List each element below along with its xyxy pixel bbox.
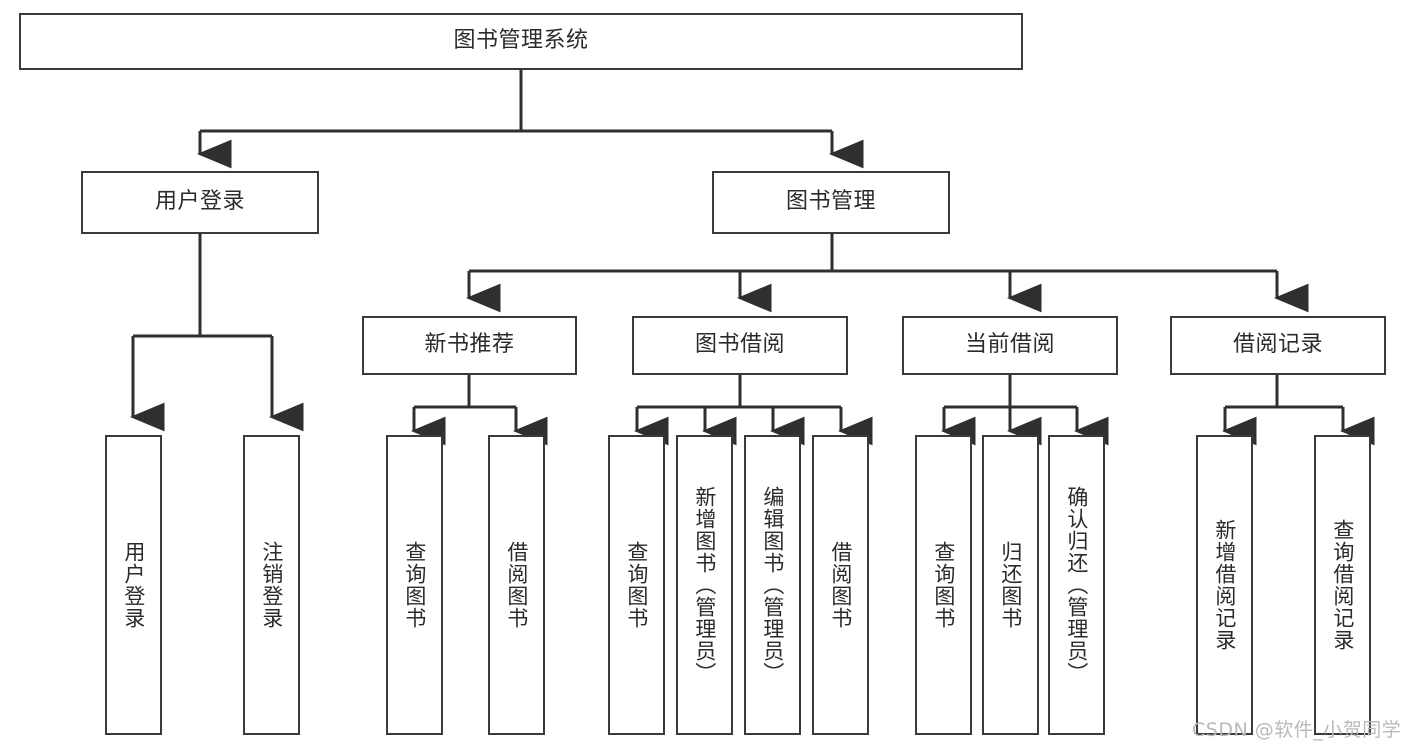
node-label: 图书借阅 [694, 332, 785, 358]
node-label: 编辑图书（管理员） [760, 486, 785, 684]
node-label: 新增借阅记录 [1212, 519, 1237, 651]
leaf-user-login-logout[interactable]: 注销登录 [243, 435, 300, 735]
node-label: 新增图书（管理员） [692, 486, 717, 684]
node-label: 图书管理 [785, 189, 876, 215]
leaf-current-borrow-confirm-return-admin[interactable]: 确认归还（管理员） [1048, 435, 1105, 735]
leaf-borrow-records-add-record[interactable]: 新增借阅记录 [1196, 435, 1253, 735]
node-label: 注销登录 [259, 541, 284, 629]
node-root-book-management-system[interactable]: 图书管理系统 [19, 13, 1023, 70]
leaf-book-borrow-add-book-admin[interactable]: 新增图书（管理员） [676, 435, 733, 735]
leaf-new-book-query-book[interactable]: 查询图书 [386, 435, 443, 735]
leaf-book-borrow-query-book[interactable]: 查询图书 [608, 435, 665, 735]
node-label: 图书管理系统 [453, 28, 589, 54]
node-label: 查询图书 [931, 541, 956, 629]
node-label: 借阅记录 [1232, 332, 1323, 358]
node-label: 查询图书 [402, 541, 427, 629]
leaf-book-borrow-edit-book-admin[interactable]: 编辑图书（管理员） [744, 435, 801, 735]
node-label: 新书推荐 [424, 332, 515, 358]
node-label: 借阅图书 [504, 541, 529, 629]
csdn-watermark: CSDN @软件_小贺同学 [1192, 719, 1402, 741]
node-user-login[interactable]: 用户登录 [81, 171, 319, 234]
node-label: 查询图书 [624, 541, 649, 629]
node-label: 用户登录 [121, 541, 146, 629]
leaf-new-book-borrow-book[interactable]: 借阅图书 [488, 435, 545, 735]
node-new-book-recommend[interactable]: 新书推荐 [362, 316, 577, 375]
node-book-management[interactable]: 图书管理 [712, 171, 950, 234]
node-current-borrow[interactable]: 当前借阅 [902, 316, 1118, 375]
leaf-borrow-records-query-record[interactable]: 查询借阅记录 [1314, 435, 1371, 735]
node-label: 确认归还（管理员） [1064, 486, 1089, 684]
node-label: 归还图书 [998, 541, 1023, 629]
leaf-book-borrow-borrow-book[interactable]: 借阅图书 [812, 435, 869, 735]
node-book-borrow[interactable]: 图书借阅 [632, 316, 848, 375]
node-borrow-records[interactable]: 借阅记录 [1170, 316, 1386, 375]
leaf-user-login-login[interactable]: 用户登录 [105, 435, 162, 735]
node-label: 借阅图书 [828, 541, 853, 629]
leaf-current-borrow-query-book[interactable]: 查询图书 [915, 435, 972, 735]
node-label: 查询借阅记录 [1330, 519, 1355, 651]
leaf-current-borrow-return-book[interactable]: 归还图书 [982, 435, 1039, 735]
node-label: 用户登录 [154, 189, 245, 215]
node-label: 当前借阅 [964, 332, 1055, 358]
